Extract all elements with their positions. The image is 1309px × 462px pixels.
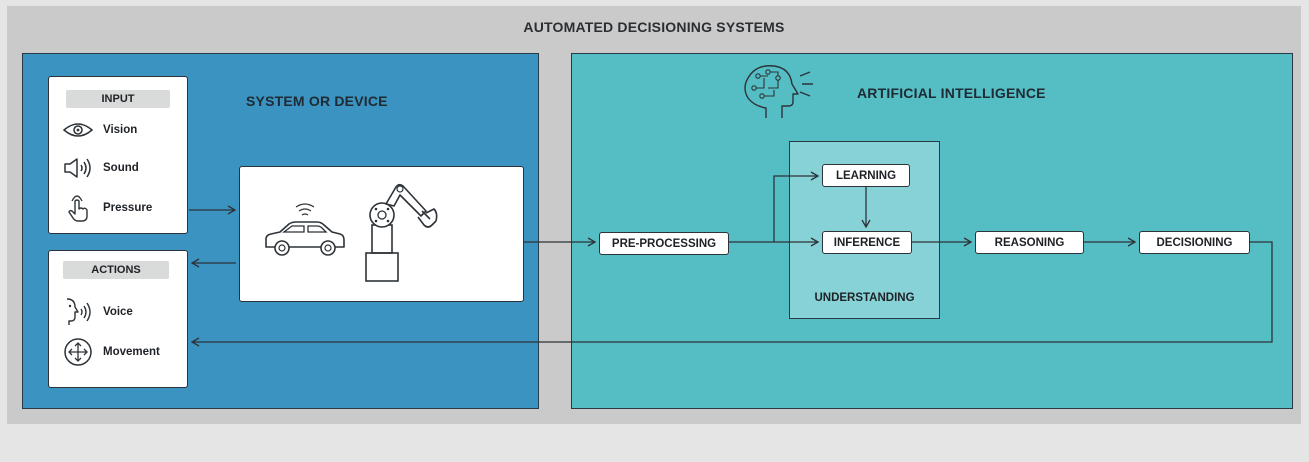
action-item-movement: Movement <box>61 338 160 366</box>
input-item-sound: Sound <box>61 155 139 181</box>
move-arrows-icon <box>61 338 95 366</box>
speaker-icon <box>61 155 95 181</box>
diagram-title: AUTOMATED DECISIONING SYSTEMS <box>523 19 785 35</box>
eye-icon <box>61 117 95 143</box>
pressure-label: Pressure <box>103 202 153 214</box>
preprocessing-node: PRE-PROCESSING <box>599 232 729 255</box>
reasoning-node: REASONING <box>975 231 1084 254</box>
action-item-voice: Voice <box>61 298 133 325</box>
system-device-label: SYSTEM OR DEVICE <box>246 93 388 109</box>
ai-head-icon <box>738 62 816 127</box>
device-card <box>239 166 524 302</box>
robot-arm-icon <box>356 181 446 296</box>
decisioning-node: DECISIONING <box>1139 231 1250 254</box>
speaking-face-icon <box>61 298 95 325</box>
input-card: INPUT Vision Sound Pressure <box>48 76 188 234</box>
vision-label: Vision <box>103 124 138 136</box>
learning-node: LEARNING <box>822 164 910 187</box>
actions-header: ACTIONS <box>63 261 169 279</box>
artificial-intelligence-label: ARTIFICIAL INTELLIGENCE <box>857 85 1046 101</box>
input-item-pressure: Pressure <box>61 195 153 222</box>
input-item-vision: Vision <box>61 117 137 143</box>
voice-label: Voice <box>103 306 133 318</box>
touch-icon <box>61 195 95 222</box>
understanding-label: UNDERSTANDING <box>814 292 915 304</box>
actions-card: ACTIONS Voice Movement <box>48 250 188 388</box>
inference-node: INFERENCE <box>822 231 912 254</box>
input-header: INPUT <box>66 90 170 108</box>
connected-car-icon <box>262 195 348 268</box>
movement-label: Movement <box>103 346 160 358</box>
sound-label: Sound <box>103 162 139 174</box>
